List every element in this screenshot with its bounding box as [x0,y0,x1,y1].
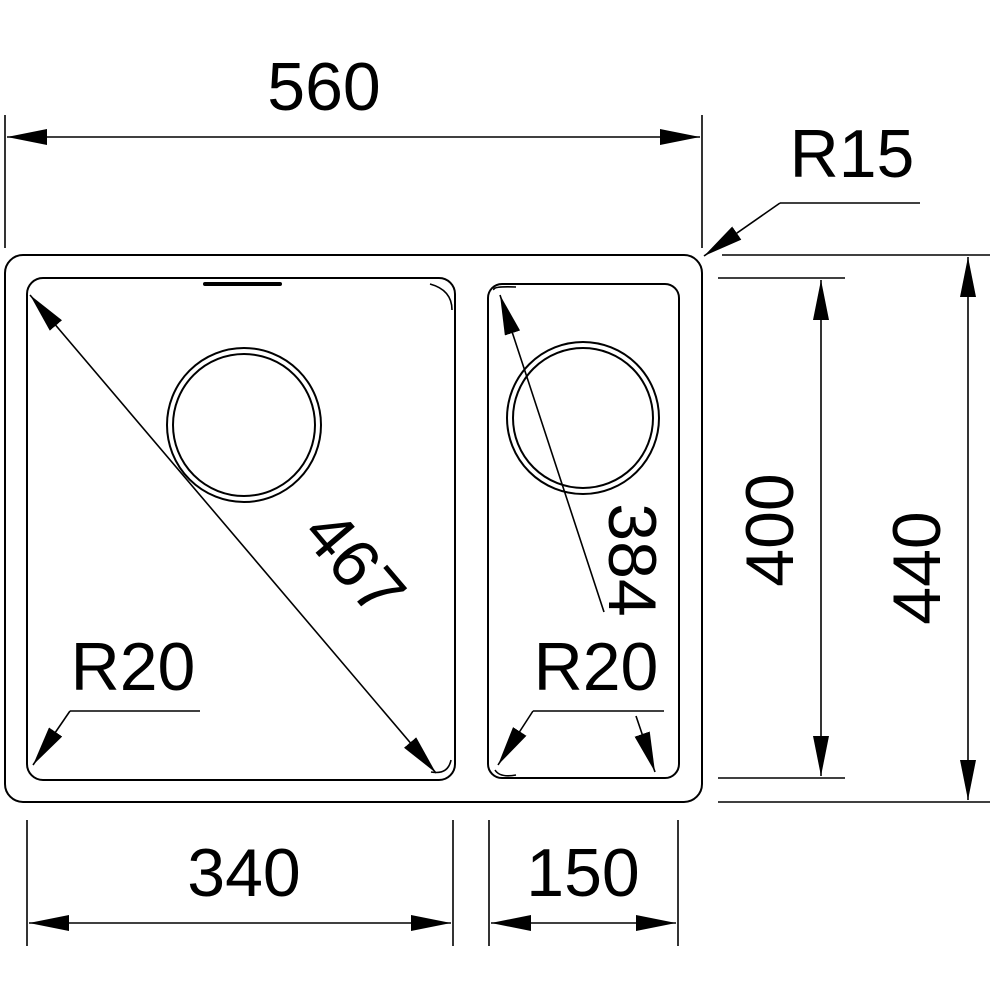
overall-width-label: 560 [267,49,380,125]
dimension-large-bowl-radius: R20 [32,629,200,766]
large-bowl [26,277,456,781]
overall-height-label: 440 [879,511,955,624]
large-bowl-radius-label: R20 [71,629,196,705]
dimension-large-bowl-width: 340 [26,820,454,946]
large-bowl-drain-icon [166,347,322,503]
bowl-height-label: 400 [732,473,808,586]
outer-radius-label: R15 [790,116,915,192]
dimension-small-bowl-diagonal: 384 [499,294,670,617]
small-bowl [487,283,680,779]
small-bowl-diagonal-label: 384 [594,503,670,616]
outer-rim [4,254,703,803]
large-bowl-width-label: 340 [187,835,300,911]
dimension-overall-height: 440 [718,254,990,803]
dimension-overall-width: 560 [4,49,703,248]
small-bowl-width-label: 150 [526,835,639,911]
large-bowl-diagonal-label: 467 [289,495,420,631]
dimension-small-bowl-width: 150 [488,820,679,946]
small-bowl-radius-label: R20 [534,629,659,705]
dimension-bowl-height: 400 [718,277,845,779]
dimension-small-bowl-radius: R20 [497,629,664,773]
small-bowl-drain-icon [506,341,660,495]
dimension-outer-radius: R15 [703,116,920,257]
